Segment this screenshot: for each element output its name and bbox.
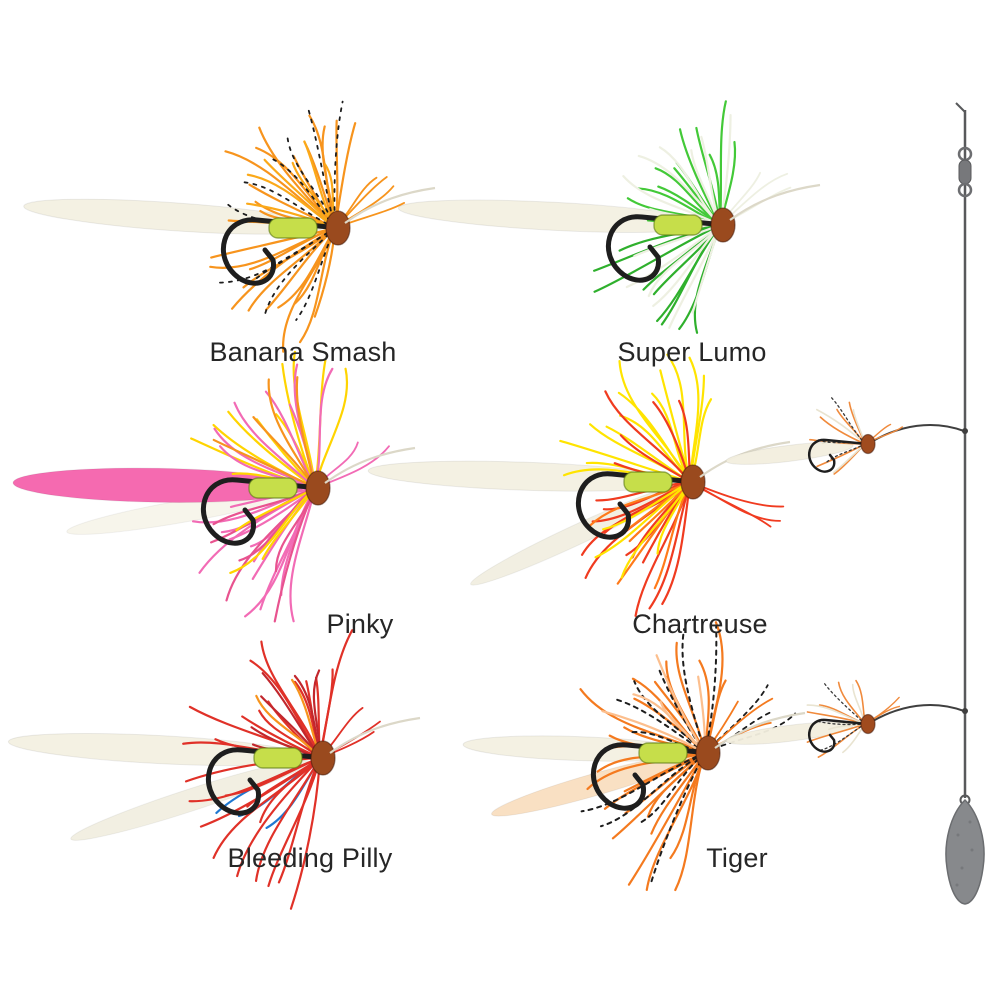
rig-mini-lure-1 (715, 396, 945, 508)
lure-graphic-banana-smash (23, 100, 436, 353)
lure-graphic-super-lumo (397, 100, 821, 334)
lure-graphic-chartreuse (367, 353, 791, 617)
lure-chartreuse (360, 353, 791, 632)
dropper-knot-1 (962, 428, 968, 434)
lure-graphic-tiger (462, 621, 806, 892)
lure-name-banana-smash: Banana Smash (209, 337, 397, 367)
lure-super-lumo (390, 100, 821, 375)
lure-name-bleeding-pilly: Bleeding Pilly (227, 843, 393, 873)
rig-mini-lure-2 (715, 678, 945, 788)
lure-name-pinky: Pinky (326, 609, 394, 639)
barrel-swivel (957, 146, 973, 198)
lure-graphic-pinky (12, 350, 416, 623)
lure-graphic-bleeding-pilly (7, 629, 421, 910)
lure-name-super-lumo: Super Lumo (617, 337, 767, 367)
rig-mini-lure-2-graphic (725, 679, 901, 758)
dropper-wire-2 (867, 703, 965, 725)
lure-tiger (375, 621, 806, 903)
lure-bleeding-pilly (0, 629, 421, 910)
lure-pinky (0, 350, 416, 638)
lure-banana-smash (5, 100, 436, 378)
lure-name-chartreuse: Chartreuse (632, 609, 768, 639)
lure-name-tiger: Tiger (706, 843, 768, 873)
dropper-knot-2 (962, 708, 968, 714)
rig-mini-lure-1-graphic (725, 396, 903, 475)
line-top-tag (955, 102, 966, 113)
sinker (945, 794, 985, 905)
